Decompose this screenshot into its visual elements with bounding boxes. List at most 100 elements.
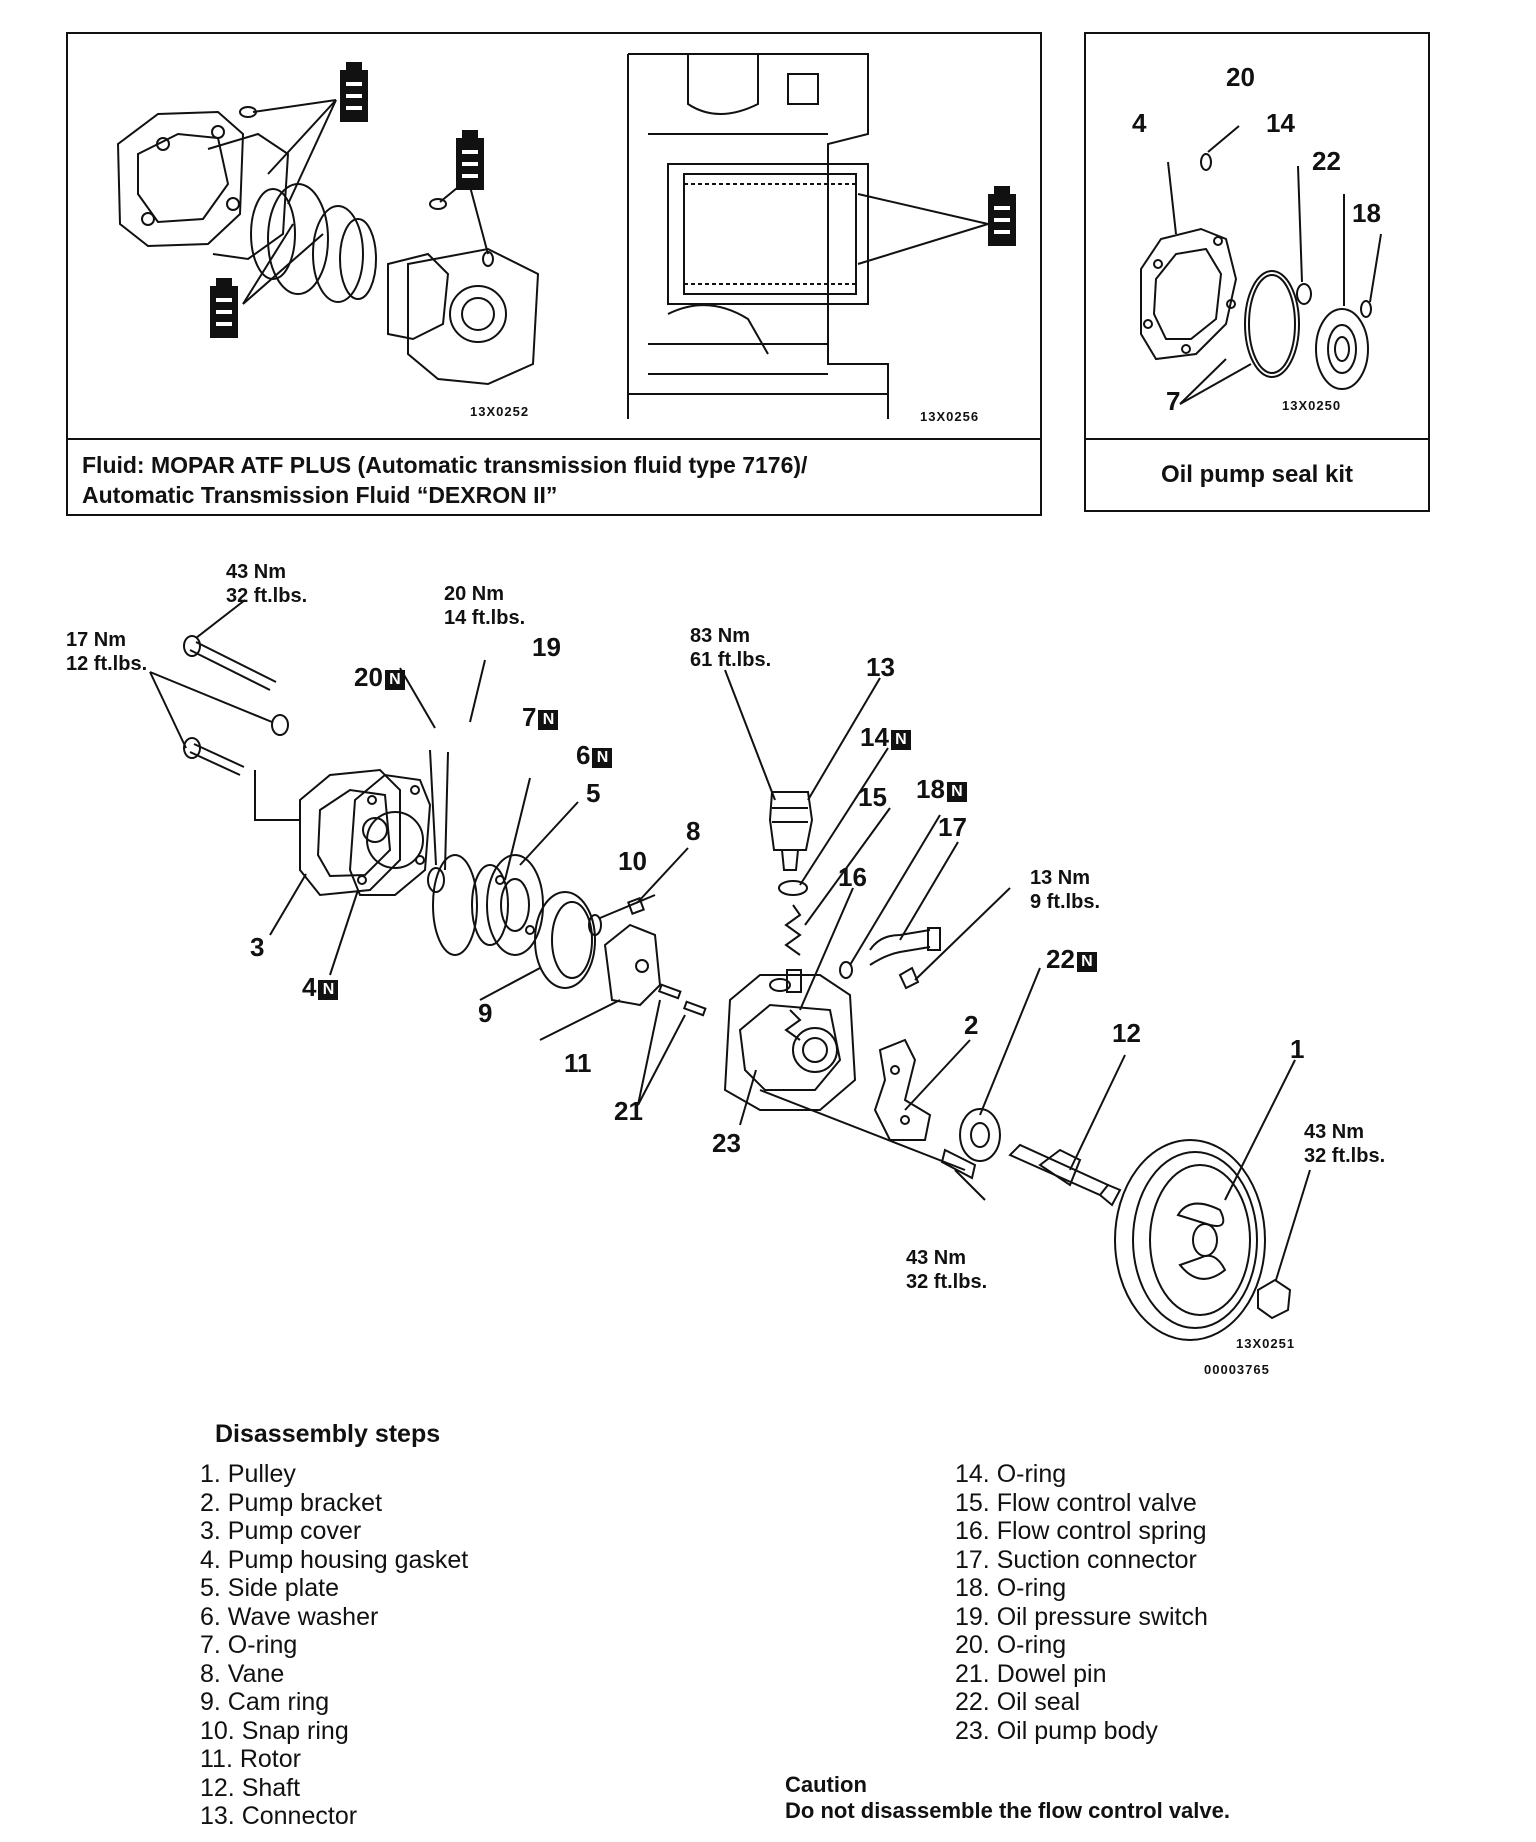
disassembly-step: 19. Oil pressure switch xyxy=(955,1602,1208,1631)
disassembly-step: 18. O-ring xyxy=(955,1574,1067,1602)
drawing-code-1: 13X0251 xyxy=(1236,1336,1296,1351)
new-part-badge: N xyxy=(1076,952,1097,972)
torque-value-ft: 61 ft.lbs. xyxy=(690,649,772,671)
part-label-21: 21 xyxy=(614,1096,643,1126)
torque-13nm: 13 Nm 9 ft.lbs. xyxy=(1030,866,1100,914)
new-part-badge: N xyxy=(946,782,967,802)
new-part-badge: N xyxy=(318,980,339,1000)
torque-43nm-top: 43 Nm 32 ft.lbs. xyxy=(226,560,307,608)
part-number: 7 xyxy=(522,702,537,732)
torque-value-ft: 14 ft.lbs. xyxy=(444,607,526,629)
disassembly-step: 16. Flow control spring xyxy=(955,1517,1207,1545)
torque-value: 17 Nm xyxy=(66,629,127,651)
part-number: 22 xyxy=(1046,944,1075,974)
exploded-view-drawing xyxy=(149,599,1311,1341)
part-number: 18 xyxy=(916,774,945,804)
fluid-caption-line1: Fluid: MOPAR ATF PLUS (Automatic transmi… xyxy=(82,452,808,478)
new-part-badge: N xyxy=(538,710,559,730)
part-label-1: 1 xyxy=(1290,1034,1305,1064)
disassembly-step: 2. Pump bracket xyxy=(200,1488,383,1517)
torque-value-ft: 32 ft.lbs. xyxy=(226,585,308,607)
part-label-13: 13 xyxy=(866,652,895,682)
disassembly-step: 1. Pulley xyxy=(200,1460,296,1488)
seal-kit-panel: 20 4 14 22 18 7 13X0250 Oil pump seal ki… xyxy=(1084,32,1430,512)
part-label-9: 9 xyxy=(478,998,493,1028)
part-label-15: 15 xyxy=(858,782,887,812)
seal-label-18: 18 xyxy=(1352,198,1381,228)
seal-label-4: 4 xyxy=(1132,108,1147,138)
disassembly-step: 11. Rotor xyxy=(200,1745,301,1773)
seal-label-7: 7 xyxy=(1166,386,1181,416)
fluid-panel: 13X0252 13X0256 Fluid: MOPAR ATF PLUS (A… xyxy=(66,32,1042,516)
disassembly-step: 17. Suction connector xyxy=(955,1545,1197,1574)
part-number: 14 xyxy=(860,722,889,752)
part-label-12: 12 xyxy=(1112,1018,1141,1048)
torque-43nm-right: 43 Nm 32 ft.lbs. xyxy=(1304,1120,1385,1168)
fluid-caption: Fluid: MOPAR ATF PLUS (Automatic transmi… xyxy=(68,438,1040,514)
part-number: 6 xyxy=(576,740,591,770)
disassembly-step: 23. Oil pump body xyxy=(955,1716,1158,1745)
part-label-16: 16 xyxy=(838,862,867,892)
part-number: 20 xyxy=(354,662,383,692)
torque-value-ft: 12 ft.lbs. xyxy=(66,653,148,675)
caution-title: Caution xyxy=(785,1772,867,1797)
part-label-5: 5 xyxy=(586,778,601,808)
fluid-drawing xyxy=(116,53,1016,419)
disassembly-heading: Disassembly steps xyxy=(215,1420,441,1448)
disassembly-step: 8. Vane xyxy=(200,1659,285,1688)
part-number: 4 xyxy=(302,972,317,1002)
torque-value: 83 Nm xyxy=(690,625,751,647)
torque-83nm: 83 Nm 61 ft.lbs. xyxy=(690,624,771,672)
torque-value: 43 Nm xyxy=(1304,1121,1365,1143)
disassembly-step: 20. O-ring xyxy=(955,1631,1067,1659)
seal-label-14: 14 xyxy=(1266,108,1295,138)
torque-value-ft: 9 ft.lbs. xyxy=(1030,891,1101,913)
part-label-11: 11 xyxy=(564,1048,592,1078)
disassembly-step: 12. Shaft xyxy=(200,1773,301,1802)
part-label-3: 3 xyxy=(250,932,265,962)
disassembly-step: 7. O-ring xyxy=(200,1631,298,1659)
fluid-caption-line2: Automatic Transmission Fluid “DEXRON II” xyxy=(82,482,558,508)
torque-17nm: 17 Nm 12 ft.lbs. xyxy=(66,628,147,676)
torque-value: 43 Nm xyxy=(226,561,287,583)
part-label-23: 23 xyxy=(712,1128,741,1158)
disassembly-step: 6. Wave washer xyxy=(200,1602,379,1631)
seal-label-20: 20 xyxy=(1226,62,1255,92)
disassembly-step: 15. Flow control valve xyxy=(955,1488,1197,1517)
disassembly-step: 5. Side plate xyxy=(200,1574,339,1602)
disassembly-step: 4. Pump housing gasket xyxy=(200,1545,469,1574)
disassembly-step: 21. Dowel pin xyxy=(955,1659,1107,1688)
disassembly-step: 10. Snap ring xyxy=(200,1716,349,1745)
seal-label-22: 22 xyxy=(1312,146,1341,176)
torque-value: 20 Nm xyxy=(444,583,505,605)
part-label-10: 10 xyxy=(618,846,647,876)
caution-note: Caution Do not disassemble the flow cont… xyxy=(785,1772,1230,1824)
disassembly-step: 13. Connector xyxy=(200,1802,358,1830)
part-label-2: 2 xyxy=(964,1010,979,1040)
new-part-badge: N xyxy=(592,748,613,768)
part-label-8: 8 xyxy=(686,816,701,846)
seal-code: 13X0250 xyxy=(1282,398,1342,413)
torque-value: 13 Nm xyxy=(1030,867,1091,889)
torque-43nm-bottom: 43 Nm 32 ft.lbs. xyxy=(906,1246,987,1294)
torque-value-ft: 32 ft.lbs. xyxy=(906,1271,988,1293)
part-label-17: 17 xyxy=(938,812,967,842)
seal-kit-caption: Oil pump seal kit xyxy=(1086,438,1428,510)
fluid-code-left: 13X0252 xyxy=(470,404,530,419)
disassembly-step: 14. O-ring xyxy=(955,1460,1067,1488)
disassembly-step: 3. Pump cover xyxy=(200,1517,362,1545)
disassembly-step: 22. Oil seal xyxy=(955,1688,1081,1716)
part-label-19: 19 xyxy=(532,632,561,662)
torque-value: 43 Nm xyxy=(906,1247,967,1269)
seal-kit-drawing xyxy=(1140,125,1382,405)
torque-value-ft: 32 ft.lbs. xyxy=(1304,1145,1386,1167)
fluid-code-right: 13X0256 xyxy=(920,409,980,424)
